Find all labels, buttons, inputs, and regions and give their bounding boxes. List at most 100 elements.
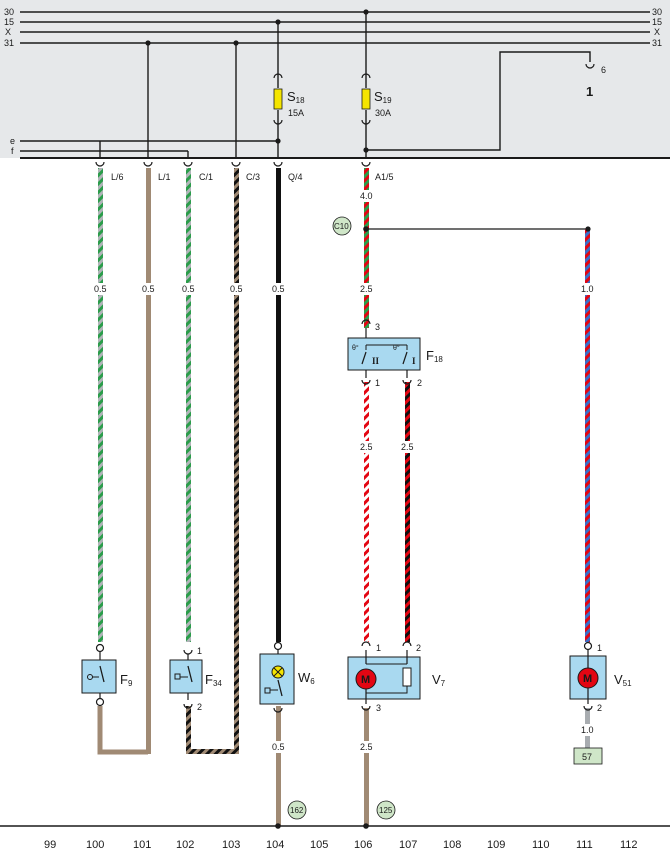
ref-57-box bbox=[573, 747, 603, 765]
column-number: 112 bbox=[620, 839, 638, 851]
wire-f34-return bbox=[186, 706, 191, 754]
component-v51-motor-letter: M bbox=[583, 673, 592, 685]
pin-end bbox=[273, 641, 283, 651]
junction-dot bbox=[275, 138, 281, 144]
column-number: 99 bbox=[44, 839, 56, 851]
junction-dot bbox=[233, 40, 239, 46]
component-w6-label: W6 bbox=[298, 670, 315, 686]
column-number: 105 bbox=[310, 839, 328, 851]
connector-socket bbox=[95, 161, 105, 167]
wire-size-106-f18: 2.5 bbox=[360, 442, 373, 452]
wire-101 bbox=[146, 168, 151, 754]
link-s19-to-ground-ref bbox=[366, 51, 591, 151]
connector-socket bbox=[143, 161, 153, 167]
bus-label-31-left: 31 bbox=[4, 38, 14, 48]
connector-label-c3: C/3 bbox=[246, 172, 260, 182]
ground-ref-number: 1 bbox=[586, 84, 593, 99]
junction-dot bbox=[275, 19, 281, 25]
connector-socket bbox=[273, 161, 283, 167]
fuse-s18-rating: 15A bbox=[288, 108, 304, 118]
bus-label-e: e bbox=[10, 136, 15, 146]
component-f9-label: F9 bbox=[120, 672, 133, 688]
junction-dot bbox=[363, 823, 369, 829]
wire-107-f18-out2 bbox=[405, 382, 410, 642]
junction-dot bbox=[275, 823, 281, 829]
thermo-icon: θ° bbox=[393, 344, 400, 352]
connector-socket bbox=[231, 161, 241, 167]
junction-dot bbox=[585, 226, 591, 232]
component-v7-pin1: 1 bbox=[376, 643, 381, 653]
component-f18-pos1: I bbox=[412, 356, 416, 366]
column-number: 104 bbox=[266, 839, 284, 851]
wire-111 bbox=[585, 229, 590, 642]
component-v51-label: V51 bbox=[614, 672, 632, 688]
wire-106-f18-out1 bbox=[364, 382, 369, 642]
component-f18-pin-in: 3 bbox=[375, 322, 380, 332]
wire-103 bbox=[234, 168, 239, 754]
wire-group bbox=[97, 168, 590, 826]
wire-size-107-f18: 2.5 bbox=[401, 442, 414, 452]
wire-size-103: 0.5 bbox=[230, 284, 243, 294]
ref-125-circle bbox=[376, 800, 396, 820]
thermo-icon: θ° bbox=[352, 344, 359, 352]
component-f18-label: F18 bbox=[426, 348, 443, 364]
junction-dot bbox=[363, 147, 369, 153]
component-w6 bbox=[259, 650, 295, 713]
wire-size-111: 1.0 bbox=[581, 284, 594, 294]
column-number: 110 bbox=[532, 839, 550, 851]
wire-100 bbox=[98, 168, 103, 642]
column-number: 103 bbox=[222, 839, 240, 851]
wire-104-ground bbox=[276, 706, 281, 826]
connector-label-l1: L/1 bbox=[158, 172, 171, 182]
column-numbers: 99 100 101 102 103 104 105 106 107 108 1… bbox=[44, 839, 638, 851]
pin-end bbox=[583, 641, 593, 651]
component-f34-pin-top: 1 bbox=[197, 646, 202, 656]
ref-162-circle bbox=[287, 800, 307, 820]
component-v51-pin1: 1 bbox=[597, 643, 602, 653]
component-f34-label: F34 bbox=[205, 672, 222, 688]
connector-label-l6: L/6 bbox=[111, 172, 124, 182]
ref-c10-label: C10 bbox=[334, 222, 349, 231]
fuse-panel-background bbox=[0, 0, 670, 158]
ref-162-label: 162 bbox=[290, 806, 304, 815]
bus-label-x-right: X bbox=[654, 27, 660, 37]
wire-f9-return bbox=[97, 706, 148, 755]
bus-label-31-right: 31 bbox=[652, 38, 662, 48]
resistor-icon bbox=[402, 667, 412, 687]
ground-ref-contact bbox=[585, 63, 595, 69]
component-v51 bbox=[569, 650, 607, 711]
wire-104 bbox=[276, 168, 281, 642]
bus-label-x-left: X bbox=[5, 27, 11, 37]
ground-ref-pin: 6 bbox=[601, 65, 606, 75]
column-number: 102 bbox=[176, 839, 194, 851]
bus-label-30-right: 30 bbox=[652, 7, 662, 17]
component-v51-pin2: 2 bbox=[597, 703, 602, 713]
component-f18-pin-out1: 1 bbox=[375, 378, 380, 388]
column-number: 100 bbox=[86, 839, 104, 851]
pin-end bbox=[95, 697, 105, 707]
component-v7-label: V7 bbox=[432, 672, 446, 688]
wire-106-top bbox=[364, 168, 369, 328]
junction-dot bbox=[145, 40, 151, 46]
pin-end bbox=[95, 643, 105, 653]
connector-label-c1: C/1 bbox=[199, 172, 213, 182]
fuse-s18 bbox=[273, 73, 283, 125]
column-number: 109 bbox=[487, 839, 505, 851]
component-f18-pos2: II bbox=[372, 356, 380, 366]
component-v7-pin2: 2 bbox=[416, 643, 421, 653]
wire-106-ground bbox=[364, 708, 369, 826]
wire-size-106-mid: 2.5 bbox=[360, 284, 373, 294]
connector-label-q4: Q/4 bbox=[288, 172, 303, 182]
ref-57-label: 57 bbox=[582, 752, 592, 762]
component-v7-pin3: 3 bbox=[376, 703, 381, 713]
component-f18-pin-out2: 2 bbox=[417, 378, 422, 388]
column-number: 106 bbox=[354, 839, 372, 851]
column-number: 107 bbox=[399, 839, 417, 851]
connector-socket bbox=[361, 161, 371, 167]
bus-label-30-left: 30 bbox=[4, 7, 14, 17]
connector-socket bbox=[183, 161, 193, 167]
wire-size-111-low: 1.0 bbox=[581, 725, 594, 735]
wire-f34-return-h bbox=[186, 749, 239, 754]
fuse-s19-label: S19 bbox=[374, 89, 392, 105]
